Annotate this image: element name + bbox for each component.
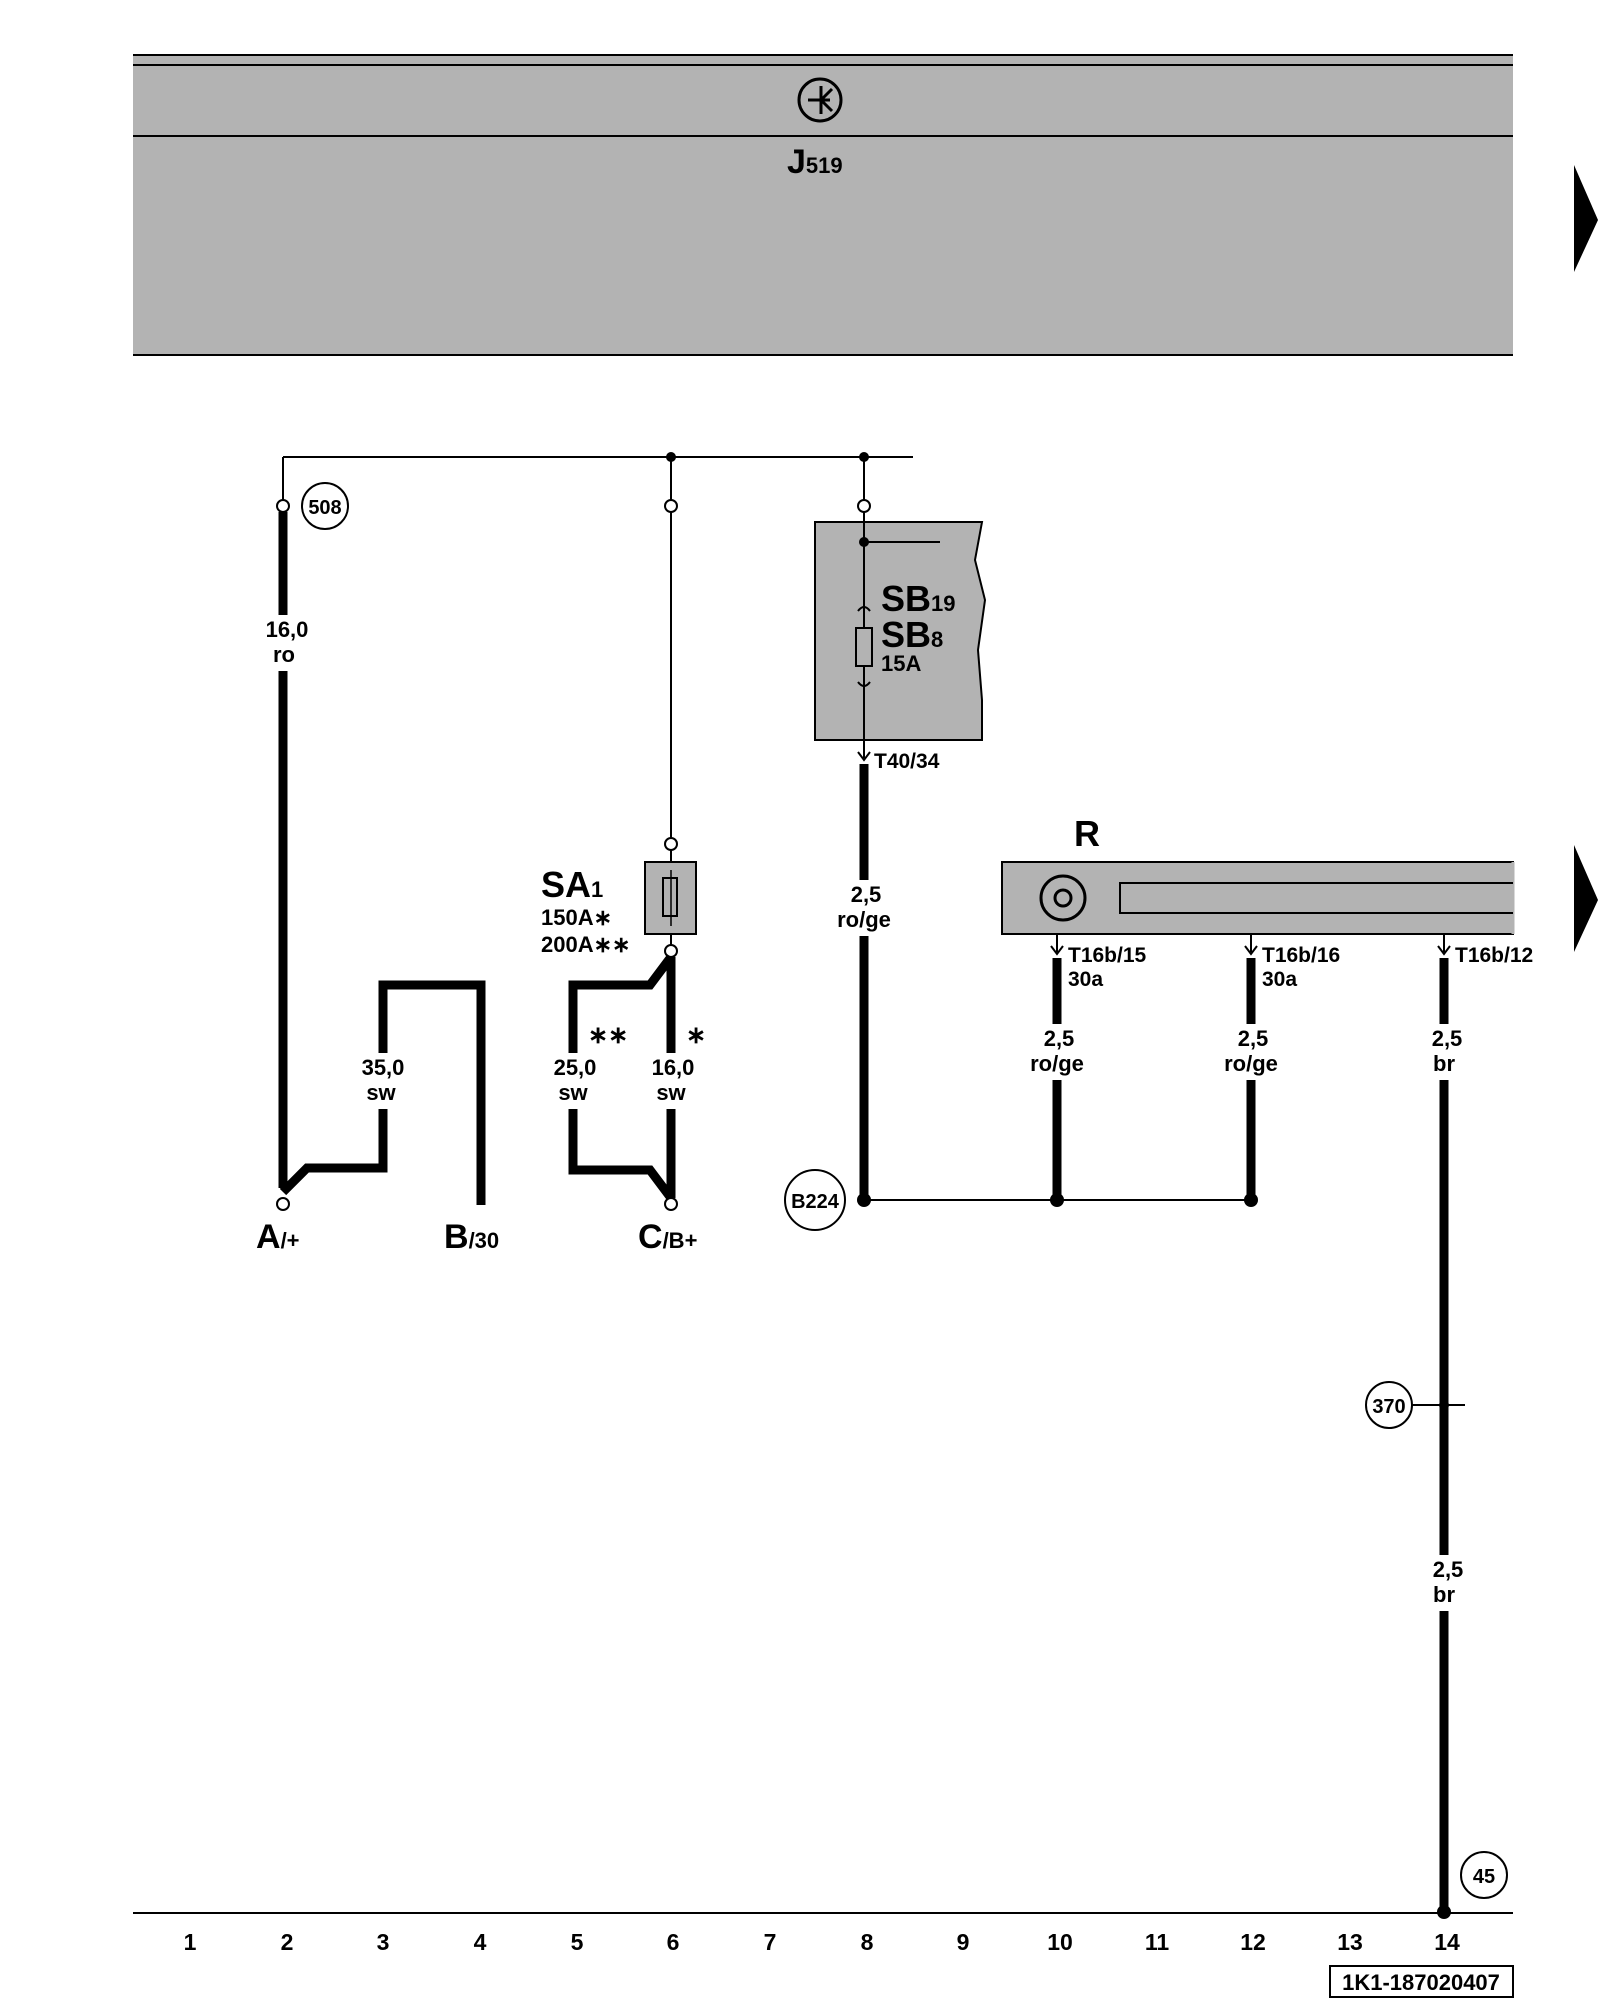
svg-text:B224: B224	[791, 1191, 840, 1213]
svg-text:4: 4	[474, 1929, 487, 1955]
svg-text:11: 11	[1145, 1929, 1170, 1955]
svg-text:2,5: 2,5	[1432, 1026, 1463, 1051]
wire-gauge: 2,5	[851, 882, 882, 907]
column-numbers: 1 2 3 4 5 6 7 8 9 10 11 12 13 14	[184, 1929, 1460, 1955]
svg-text:T16b/16: T16b/16	[1262, 944, 1340, 967]
reference-circle	[1365, 1381, 1413, 1429]
svg-text:6: 6	[667, 1929, 680, 1955]
wire-gauge: 35,0	[362, 1055, 405, 1080]
wire-gauge: 25,0	[554, 1055, 597, 1080]
wire-color: sw	[366, 1080, 396, 1105]
svg-text:ro/ge: ro/ge	[1030, 1051, 1084, 1076]
terminal-b: B/30	[444, 1218, 499, 1256]
wire-color: sw	[656, 1080, 686, 1105]
fuse-rating: 15A	[881, 651, 921, 676]
right-arrow-marker-icon	[1574, 845, 1598, 952]
radio-pin-t16b15: T16b/15 30a 2,5 ro/ge	[1027, 934, 1147, 1200]
wire-gauge: 16,0	[266, 617, 309, 642]
svg-text:8: 8	[861, 1929, 874, 1955]
svg-text:T16b/12: T16b/12	[1455, 944, 1533, 967]
wire-color: ro/ge	[837, 907, 891, 932]
svg-text:10: 10	[1047, 1929, 1073, 1955]
reference-circle	[1460, 1851, 1508, 1899]
wire-color: ro	[273, 642, 295, 667]
svg-text:1: 1	[184, 1929, 197, 1955]
reference-circle	[784, 1169, 846, 1231]
svg-text:2,5: 2,5	[1044, 1026, 1075, 1051]
control-unit-symbol-icon	[797, 77, 843, 123]
fuse-sa1-rating: 150A∗	[541, 905, 612, 930]
terminal-c: C/B+	[638, 1218, 697, 1256]
fuse-icon	[662, 877, 678, 917]
fuse-box-sb	[814, 521, 987, 741]
svg-text:7: 7	[764, 1929, 777, 1955]
variant-marker: ∗	[686, 1022, 706, 1049]
diagram-code-box	[1329, 1965, 1514, 1998]
svg-text:370: 370	[1372, 1396, 1405, 1418]
svg-text:br: br	[1433, 1051, 1455, 1076]
reference-circle	[301, 482, 349, 530]
wire-gauge: 2,5	[1433, 1557, 1464, 1582]
svg-text:5: 5	[571, 1929, 584, 1955]
right-arrow-marker-icon	[1574, 165, 1598, 272]
wire-color: sw	[558, 1080, 588, 1105]
control-unit-band	[133, 55, 1513, 355]
terminal-a: A/+	[256, 1218, 300, 1256]
svg-text:45: 45	[1473, 1866, 1495, 1888]
svg-text:30a: 30a	[1068, 968, 1103, 991]
fuse-sb19-label: SB19	[881, 578, 956, 619]
radio-pin-t16b16: T16b/16 30a 2,5 ro/ge	[1221, 934, 1340, 1200]
fuse-sa1-label: SA1	[541, 864, 603, 905]
radio-display	[1119, 882, 1513, 914]
wire-color: br	[1433, 1582, 1455, 1607]
svg-text:2: 2	[281, 1929, 294, 1955]
svg-text:T16b/15: T16b/15	[1068, 944, 1147, 967]
wire-gauge: 16,0	[652, 1055, 695, 1080]
variant-marker: ∗∗	[588, 1022, 628, 1049]
svg-text:2,5: 2,5	[1238, 1026, 1269, 1051]
fuse-sb8-label: SB8	[881, 614, 943, 655]
radio-pin-t16b12: T16b/12 2,5 br	[1424, 934, 1533, 1912]
svg-text:12: 12	[1240, 1929, 1266, 1955]
radio-label: R	[1074, 813, 1100, 854]
svg-text:ro/ge: ro/ge	[1224, 1051, 1278, 1076]
svg-text:3: 3	[377, 1929, 390, 1955]
fuse-icon	[855, 627, 873, 667]
svg-text:30a: 30a	[1262, 968, 1297, 991]
svg-text:14: 14	[1434, 1929, 1460, 1955]
radio-knob-icon	[1039, 874, 1087, 922]
control-unit-label: J519	[787, 143, 843, 181]
fuse-sa1-rating: 200A∗∗	[541, 932, 630, 957]
svg-text:508: 508	[308, 497, 341, 519]
diagram-code: 1K1-187020407	[1342, 1970, 1500, 1995]
connector-label: T40/34	[874, 750, 940, 773]
svg-text:13: 13	[1337, 1929, 1363, 1955]
svg-text:9: 9	[957, 1929, 970, 1955]
